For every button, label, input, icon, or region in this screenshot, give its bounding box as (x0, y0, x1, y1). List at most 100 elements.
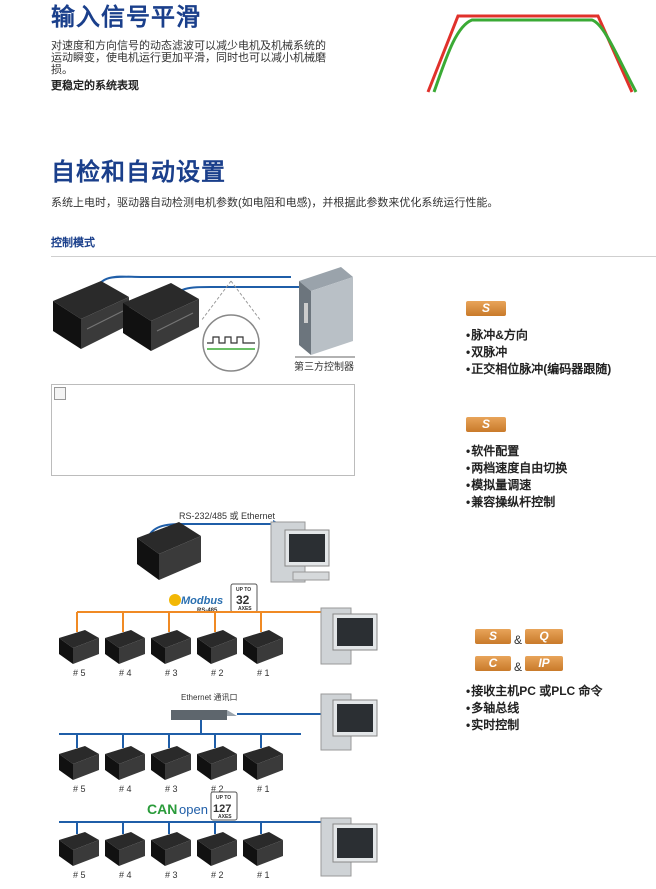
section-desc-self-test: 系统上电时，驱动器自动检测电机参数(如电阻和电感)，并根据此参数来优化系统运行性… (51, 197, 499, 209)
section-desc-smoothing: 对速度和方向信号的动态滤波可以减少电机及机械系统的 运动瞬变，使电机运行更加平滑… (51, 40, 371, 76)
mode-badge-s: S (466, 417, 506, 432)
controller-label: 第三方控制器 (294, 360, 354, 373)
list-item: 实时控制 (466, 717, 603, 734)
svg-text:CAN: CAN (147, 801, 177, 817)
svg-text:UP TO: UP TO (216, 795, 231, 801)
drive-label: # 3 (165, 784, 178, 794)
controller-box (299, 267, 353, 355)
canopen-logo: CAN open (147, 801, 208, 817)
svg-text:UP TO: UP TO (236, 587, 251, 593)
svg-text:127: 127 (213, 803, 231, 815)
ethernet-switch (171, 710, 237, 720)
drive-label: # 3 (165, 870, 178, 880)
modbus-axes-badge: UP TO 32 AXES (230, 583, 258, 613)
serial-link-label: RS-232/485 或 Ethernet (179, 510, 276, 521)
stepper-drive (105, 832, 145, 866)
svg-text:AXES: AXES (218, 814, 232, 820)
host-pc (270, 521, 330, 583)
drive-row-canopen: # 5 # 4 # 3 # 2 # 1 (59, 832, 283, 880)
list-item: 脉冲&方向 (466, 327, 611, 344)
pulse-waveform (207, 336, 255, 344)
modbus-logo-text: Modbus (181, 595, 223, 607)
drive-label: # 1 (257, 668, 270, 678)
mode-feature-list: 软件配置 两档速度自由切换 模拟量调速 兼容操纵杆控制 (466, 443, 567, 511)
mode-feature-list: 接收主机PC 或PLC 命令 多轴总线 实时控制 (466, 683, 603, 734)
host-pc (320, 817, 378, 877)
broken-image-placeholder (51, 384, 355, 476)
drive-label: # 2 (211, 784, 224, 794)
canopen-axes-badge: UP TO 127 AXES (210, 791, 238, 821)
host-pc (320, 607, 378, 665)
drive-label: # 4 (119, 668, 132, 678)
broken-image-icon (54, 387, 66, 400)
drive-label: # 3 (165, 668, 178, 678)
drive-label: # 2 (211, 668, 224, 678)
drive-label: # 4 (119, 870, 132, 880)
ethernet-label: Ethernet 通讯口 (181, 692, 237, 702)
stepper-drive (123, 283, 199, 351)
diagram-network-control: RS-232/485 或 Ethernet Modbus RS-485 UP T… (59, 510, 378, 880)
drive-label: # 5 (73, 784, 86, 794)
desc-line: 运动瞬变，使电机运行更加平滑，同时也可以减小机械磨 (51, 52, 326, 64)
svg-text:open: open (179, 802, 208, 817)
list-item: 正交相位脉冲(编码器跟随) (466, 361, 611, 378)
drive-label: # 4 (119, 784, 132, 794)
list-item: 多轴总线 (466, 700, 603, 717)
stepper-drive (151, 832, 191, 866)
stepper-drive (59, 746, 99, 780)
desc-line: 对速度和方向信号的动态滤波可以减少电机及机械系统的 (51, 40, 326, 52)
stepper-drive (105, 630, 145, 664)
list-item: 兼容操纵杆控制 (466, 494, 567, 511)
svg-text:AXES: AXES (238, 606, 252, 612)
stepper-drive (243, 630, 283, 664)
list-item: 模拟量调速 (466, 477, 567, 494)
highlight-stable-performance: 更稳定的系统表现 (51, 80, 139, 92)
ethernet-drops (76, 720, 262, 748)
mode-feature-list: 脉冲&方向 双脉冲 正交相位脉冲(编码器跟随) (466, 327, 611, 378)
stepper-drive (151, 630, 191, 664)
stepper-drive (151, 746, 191, 780)
stepper-drive (53, 281, 129, 349)
canopen-drops (76, 822, 262, 834)
ampersand: & (514, 633, 523, 647)
host-pc (320, 693, 378, 751)
ampersand: & (514, 660, 523, 674)
mode-badge-q: Q (525, 629, 563, 644)
drive-label: # 2 (211, 870, 224, 880)
mode-badge-s: S (475, 629, 511, 644)
drive-label: # 1 (257, 784, 270, 794)
subtitle-control-modes: 控制模式 (51, 237, 95, 249)
section-title-self-test: 自检和自动设置 (51, 159, 226, 186)
list-item: 两档速度自由切换 (466, 460, 567, 477)
stepper-drive (197, 630, 237, 664)
stepper-drive (105, 746, 145, 780)
mode-badge-s: S (466, 301, 506, 316)
diagram-pulse-control: 第三方控制器 (53, 267, 355, 373)
drive-row-ethernet: # 5 # 4 # 3 # 2 # 1 (59, 746, 283, 794)
smoothed-signal-curve (432, 18, 638, 93)
smoothing-curve-graphic (426, 14, 638, 93)
mode-badge-c: C (475, 656, 511, 671)
zoom-line (230, 280, 262, 322)
stepper-drive (197, 746, 237, 780)
drive-label: # 5 (73, 870, 86, 880)
list-item: 接收主机PC 或PLC 命令 (466, 683, 602, 700)
pulse-cable (95, 275, 291, 292)
svg-text:32: 32 (236, 593, 250, 607)
mode-badge-ip: IP (525, 656, 563, 671)
list-item: 软件配置 (466, 443, 567, 460)
stepper-drive (243, 746, 283, 780)
drive-label: # 5 (73, 668, 86, 678)
list-item: 双脉冲 (466, 344, 611, 361)
divider (51, 256, 656, 257)
stepper-drive (137, 522, 201, 580)
desc-line: 损。 (51, 64, 73, 76)
drive-row-modbus: # 5 # 4 # 3 # 2 # 1 (59, 630, 283, 678)
modbus-drops (76, 612, 262, 632)
section-title-signal-smoothing: 输入信号平滑 (51, 4, 201, 31)
zoom-line (200, 280, 232, 322)
stepper-drive (197, 832, 237, 866)
stepper-drive (59, 832, 99, 866)
drive-label: # 1 (257, 870, 270, 880)
stepper-drive (59, 630, 99, 664)
